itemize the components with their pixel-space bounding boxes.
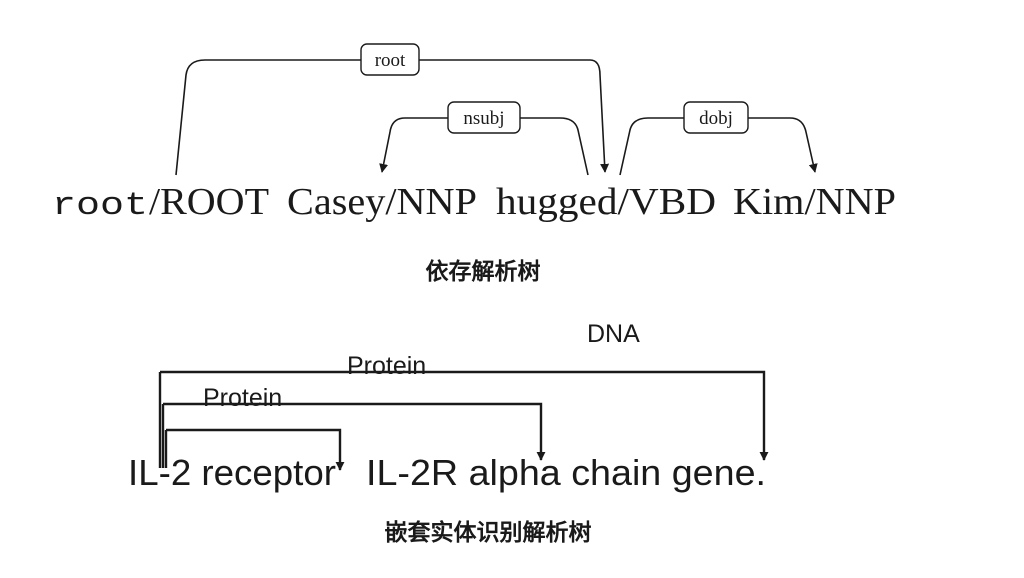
token-il2r-alpha-chain-gene: IL-2R alpha chain gene. bbox=[366, 452, 766, 493]
arc-label-nsubj: nsubj bbox=[447, 101, 521, 134]
arc-label-nsubj-text: nsubj bbox=[463, 108, 504, 129]
token-kim: Kim/NNP bbox=[733, 181, 896, 223]
token-il2-receptor: IL-2 receptor bbox=[128, 452, 336, 493]
nested-ner-tree: DNA Protein Protein IL-2 receptor IL-2R … bbox=[128, 320, 769, 546]
bracket-dna bbox=[160, 370, 769, 461]
bracket-protein-outer bbox=[163, 402, 546, 461]
caption-nested-ner-tree: 嵌套实体识别解析树 bbox=[385, 519, 592, 546]
label-protein-outer: Protein bbox=[347, 352, 426, 380]
arc-label-dobj: dobj bbox=[683, 101, 749, 134]
token-hugged: hugged/VBD bbox=[496, 181, 716, 223]
token-casey: Casey/NNP bbox=[287, 181, 477, 223]
label-protein-inner: Protein bbox=[203, 384, 282, 412]
arc-label-root: root bbox=[360, 43, 420, 76]
caption-dependency-tree: 依存解析树 bbox=[426, 258, 541, 285]
bracket-protein-inner bbox=[166, 428, 345, 471]
arc-label-dobj-text: dobj bbox=[699, 108, 733, 129]
arc-label-root-text: root bbox=[375, 50, 406, 71]
token-root-tag: /ROOT bbox=[149, 181, 269, 223]
dependency-tree: root nsubj dobj root /ROOT Casey/NNP hug… bbox=[52, 43, 896, 285]
token-root: root bbox=[52, 187, 148, 224]
label-dna: DNA bbox=[587, 320, 640, 348]
